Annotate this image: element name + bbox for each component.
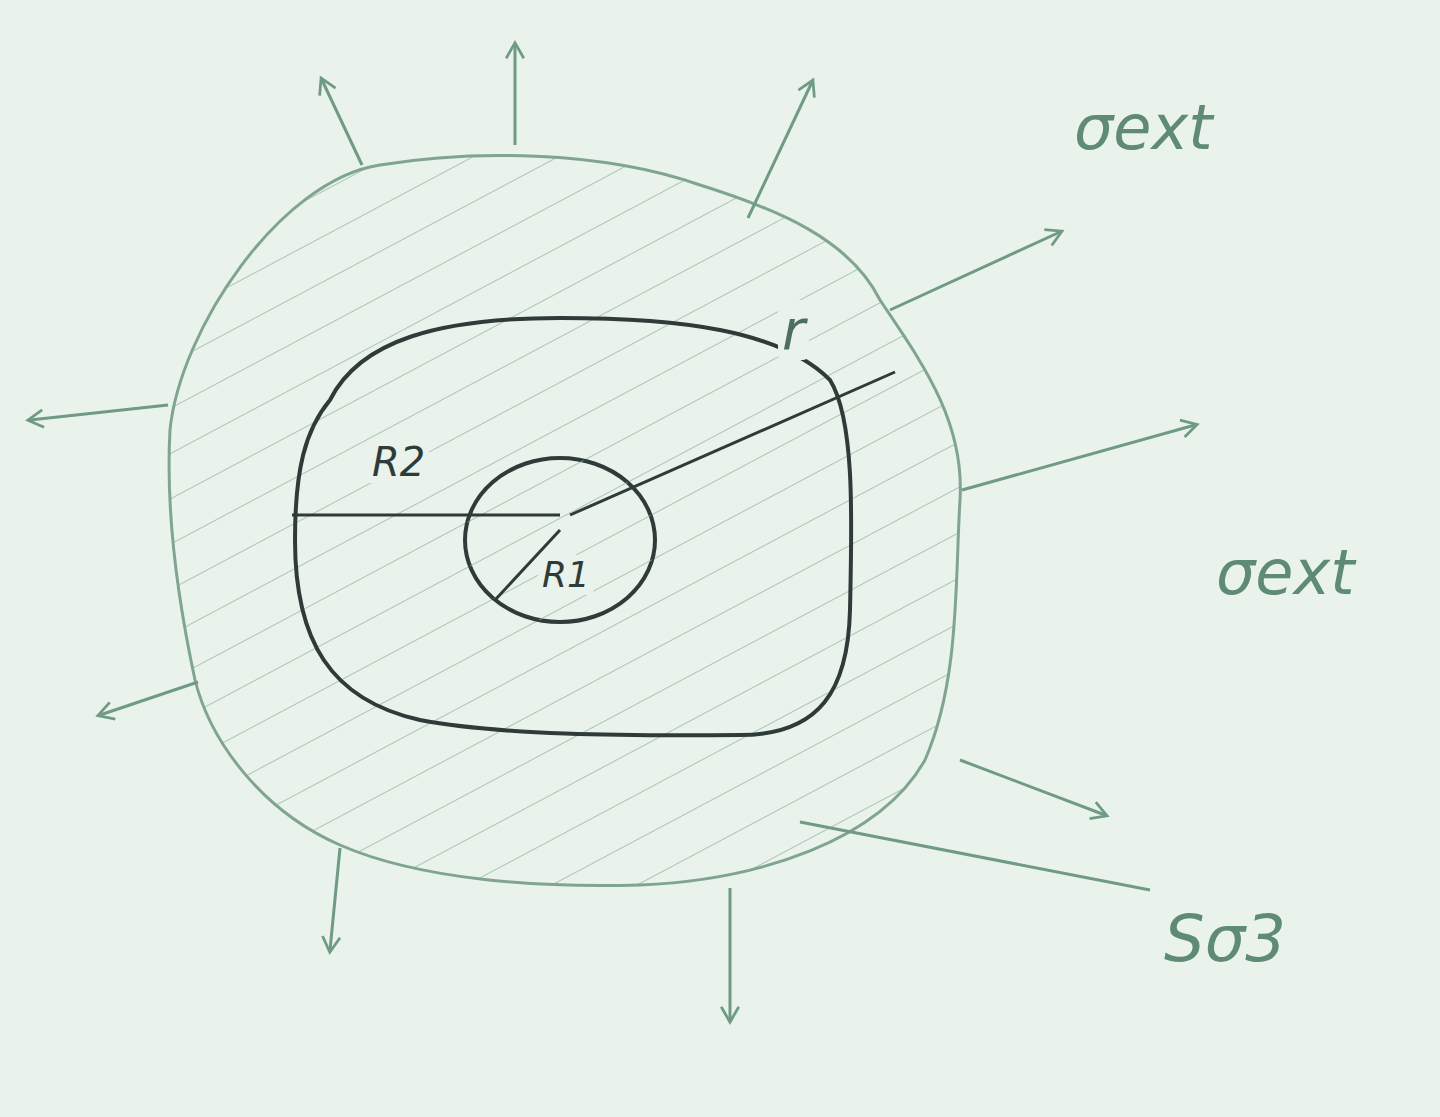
inner-cavity [465,458,655,622]
stress-label: σext [1212,540,1358,606]
radius-label: R2 [368,440,429,484]
outer-radius-boundary [295,318,851,735]
cavity-hatching [465,458,655,622]
radius-r-line [570,372,895,515]
stress-label: σext [1070,95,1216,161]
radius-label: r [778,300,809,360]
traction-arrows [30,45,1195,1020]
radius-label: R1 [538,555,594,595]
outer-body-outline [169,155,960,885]
leader-line [800,822,1150,890]
radius-r2-line [292,514,560,517]
surface-label: Sσ3 [1160,905,1290,973]
